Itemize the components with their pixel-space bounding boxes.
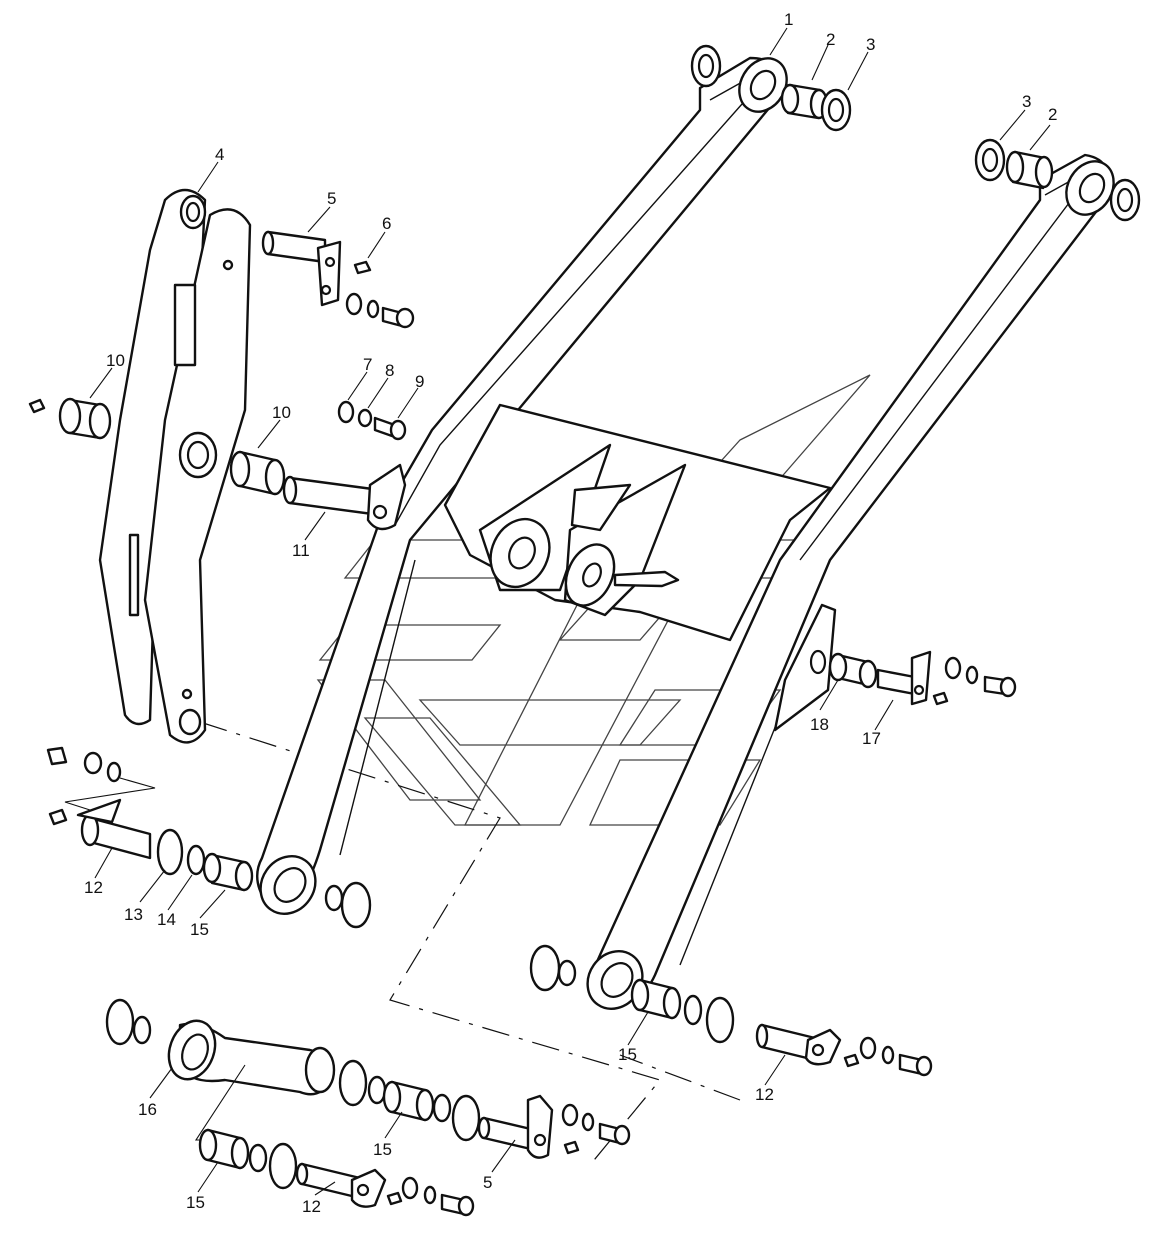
- bushing-washer-2-3-right: [974, 138, 1141, 222]
- callout-12: 12: [755, 1085, 774, 1104]
- pin-bushing-17-18: [828, 650, 1017, 706]
- callout-5: 5: [483, 1173, 492, 1192]
- cross-tube: [443, 403, 832, 642]
- left-boom-arm: [256, 56, 788, 915]
- callout-15: 15: [190, 920, 209, 939]
- callout-9: 9: [415, 372, 424, 391]
- callout-7: 7: [363, 355, 372, 374]
- callout-10: 10: [272, 403, 291, 422]
- callout-2: 2: [826, 30, 835, 49]
- callout-6: 6: [382, 214, 391, 233]
- pin-assembly-12-15-bottom: [194, 1064, 475, 1217]
- callout-1: 1: [784, 10, 793, 29]
- right-boom-arm: [586, 153, 1115, 1010]
- lever-link-4: [98, 188, 252, 744]
- bushing-10-center: [229, 450, 286, 496]
- callout-12: 12: [302, 1197, 321, 1216]
- callout-3: 3: [1022, 92, 1031, 111]
- callout-3: 3: [866, 35, 875, 54]
- pin-assembly-12-15-right: [529, 944, 933, 1077]
- callout-17: 17: [862, 729, 881, 748]
- callout-10: 10: [106, 351, 125, 370]
- callout-11: 11: [292, 541, 310, 560]
- callout-5: 5: [327, 189, 336, 208]
- fastener-set-7-8-9: [337, 400, 407, 441]
- leader-lines: [89, 27, 1051, 1196]
- callout-8: 8: [385, 361, 394, 380]
- callout-2: 2: [1048, 105, 1057, 124]
- callout-4: 4: [215, 145, 224, 164]
- assembly-lines: [199, 721, 741, 1166]
- callout-labels: 1 2 3 3 2 4 5 6 7 8 9 10 10 11 18 17 12 …: [84, 10, 1057, 1216]
- pin-assembly-12-15-left: [46, 746, 372, 929]
- callout-16: 16: [138, 1100, 157, 1119]
- bushing-washer-2-3-left: [690, 44, 852, 132]
- callout-13: 13: [124, 905, 143, 924]
- callout-18: 18: [810, 715, 829, 734]
- tilt-link-16: [105, 998, 631, 1159]
- bushing-10-left: [28, 397, 112, 440]
- pin-5-upper: [261, 230, 415, 329]
- callout-15: 15: [618, 1045, 637, 1064]
- callout-15: 15: [186, 1193, 205, 1212]
- pin-11: [282, 463, 407, 531]
- callout-15: 15: [373, 1140, 392, 1159]
- callout-14: 14: [157, 910, 176, 929]
- callout-12: 12: [84, 878, 103, 897]
